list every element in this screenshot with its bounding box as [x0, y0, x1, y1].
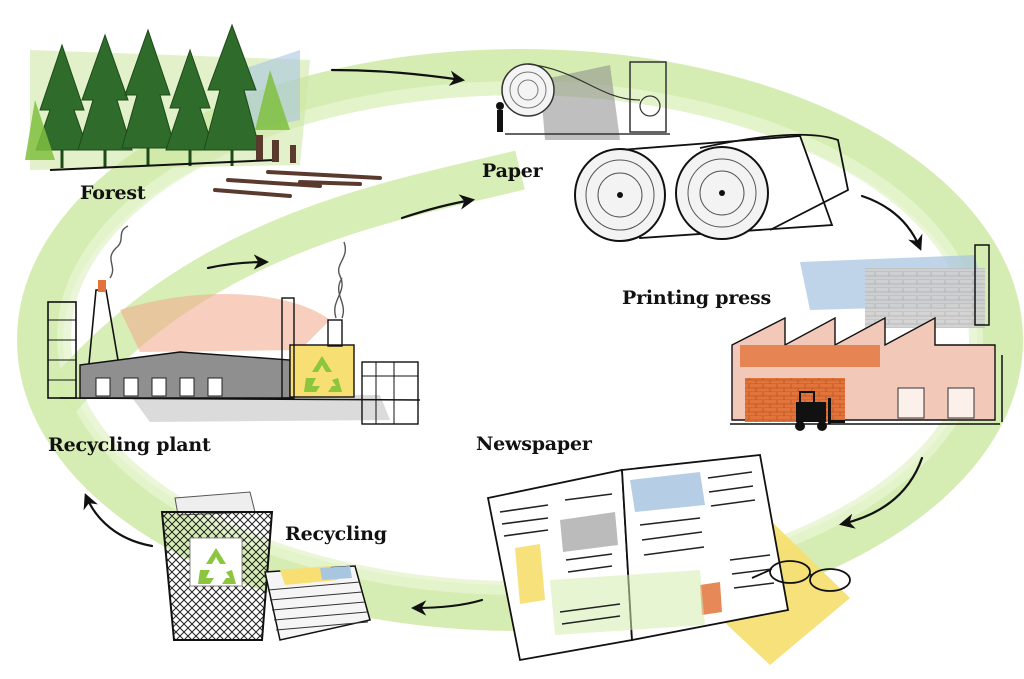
arrow-plant-to-paper-a	[206, 254, 270, 270]
forklift-icon	[795, 391, 845, 431]
paper-stack	[264, 565, 371, 641]
smoke-icon	[109, 225, 347, 319]
stage-label-newspaper: Newspaper	[476, 433, 592, 455]
arrow-newspaper-to-recycling	[410, 598, 484, 616]
arrow-printing-to-newspaper	[839, 456, 924, 529]
arrow-forest-to-paper	[330, 68, 466, 86]
recycle-icon	[198, 548, 236, 584]
arrow-paper-to-printing	[860, 194, 923, 251]
arrow-plant-to-paper-b	[400, 194, 476, 220]
glasses-icon	[751, 560, 851, 592]
newspaper-illustration	[486, 454, 851, 665]
stage-label-recycling: Recycling	[285, 523, 387, 545]
recycling-bin-illustration	[160, 491, 371, 641]
arrow-recycling-to-plant	[83, 493, 154, 548]
recycle-icon	[304, 356, 342, 392]
stage-label-recycling-plant: Recycling plant	[48, 434, 211, 456]
stage-label-paper: Paper	[482, 160, 543, 182]
stage-label-forest: Forest	[80, 182, 146, 204]
paper-mill-illustration	[496, 61, 850, 242]
forest-illustration	[25, 23, 382, 198]
flow-arrows	[83, 68, 924, 616]
recycling-plant-illustration	[47, 225, 421, 425]
stage-label-printing-press: Printing press	[622, 287, 772, 309]
printing-press-illustration	[730, 244, 1003, 431]
paper-rolls	[574, 133, 850, 242]
